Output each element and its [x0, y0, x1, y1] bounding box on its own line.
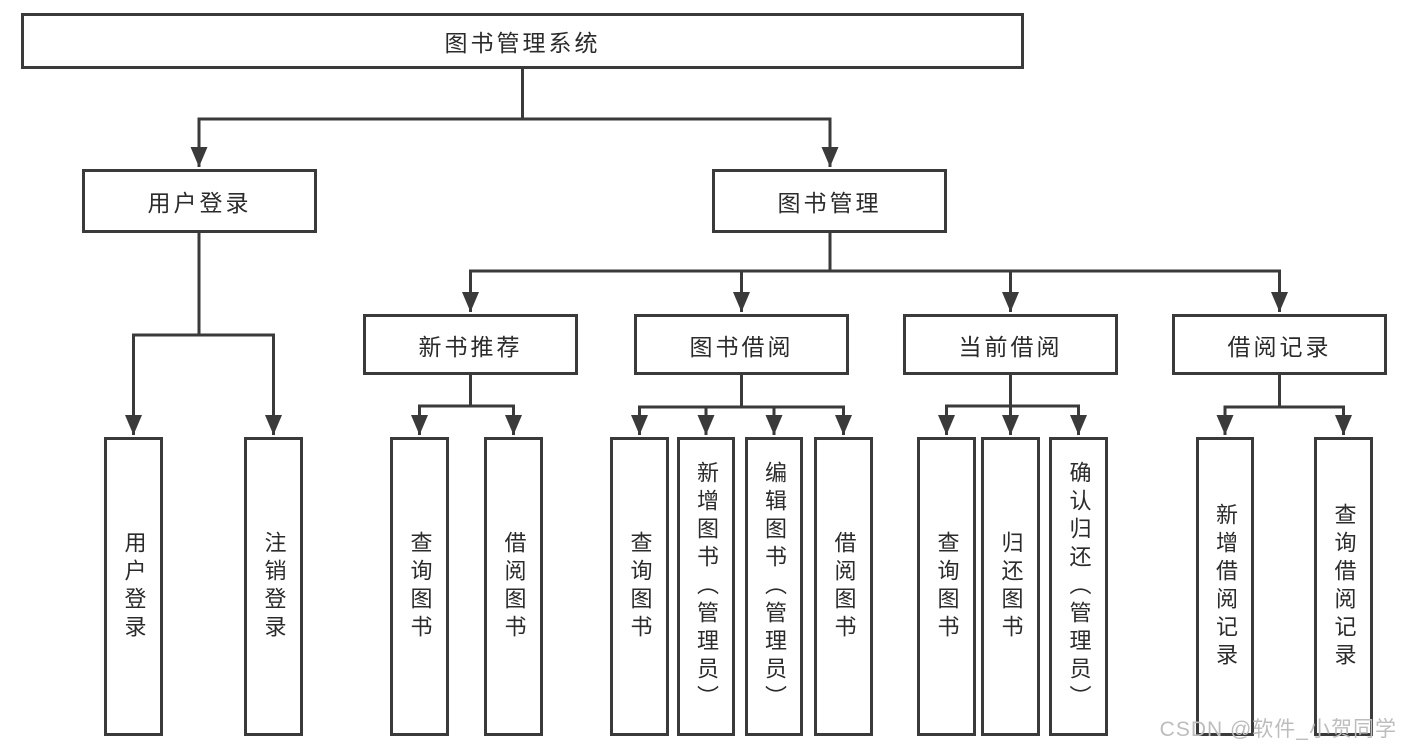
leaf-bb-add-books-admin: 新增图书（管理员）: [677, 437, 735, 736]
leaf-br-query-record-label: 查询借阅记录: [1331, 502, 1357, 671]
node-book-management: 图书管理: [712, 169, 947, 233]
leaf-br-query-record: 查询借阅记录: [1314, 437, 1373, 736]
leaf-cb-confirm-return-admin: 确认归还（管理员）: [1049, 437, 1108, 736]
node-user-login: 用户登录: [82, 169, 317, 233]
leaf-user-login: 用户登录: [104, 437, 163, 736]
leaf-cb-confirm-return-admin-label: 确认归还（管理员）: [1066, 460, 1092, 713]
leaf-bb-borrow-books-label: 借阅图书: [831, 530, 857, 643]
leaf-cb-return-books-label: 归还图书: [998, 530, 1024, 643]
leaf-br-add-record: 新增借阅记录: [1196, 437, 1254, 736]
node-book-management-label: 图书管理: [777, 190, 882, 216]
leaf-cb-query-books: 查询图书: [917, 437, 976, 736]
node-borrow-records: 借阅记录: [1172, 314, 1387, 375]
node-new-book-recommend-label: 新书推荐: [418, 333, 523, 360]
leaf-br-add-record-label: 新增借阅记录: [1213, 502, 1238, 671]
leaf-cb-query-books-label: 查询图书: [934, 530, 960, 643]
leaf-bb-edit-books-admin-label: 编辑图书（管理员）: [762, 460, 787, 713]
node-current-borrowing: 当前借阅: [903, 314, 1118, 375]
node-book-borrowing-label: 图书借阅: [689, 333, 794, 360]
node-borrow-records-label: 借阅记录: [1227, 333, 1332, 360]
leaf-bb-query-books-label: 查询图书: [627, 530, 653, 643]
leaf-nb-query-books-label: 查询图书: [407, 530, 433, 643]
node-new-book-recommend: 新书推荐: [363, 314, 578, 375]
leaf-cb-return-books: 归还图书: [981, 437, 1040, 736]
node-current-borrowing-label: 当前借阅: [958, 333, 1063, 360]
leaf-logout: 注销登录: [244, 437, 303, 736]
leaf-bb-borrow-books: 借阅图书: [814, 437, 873, 736]
leaf-nb-borrow-books-label: 借阅图书: [501, 530, 527, 643]
node-book-borrowing: 图书借阅: [634, 314, 849, 375]
csdn-watermark: CSDN @软件_小贺同学: [1159, 718, 1397, 741]
leaf-nb-borrow-books: 借阅图书: [484, 437, 543, 736]
node-user-login-label: 用户登录: [147, 190, 252, 216]
leaf-nb-query-books: 查询图书: [390, 437, 449, 736]
leaf-logout-label: 注销登录: [261, 530, 287, 643]
leaf-bb-query-books: 查询图书: [610, 437, 669, 736]
leaf-bb-add-books-admin-label: 新增图书（管理员）: [694, 460, 719, 713]
node-root: 图书管理系统: [21, 13, 1024, 69]
leaf-bb-edit-books-admin: 编辑图书（管理员）: [745, 437, 803, 736]
leaf-user-login-label: 用户登录: [121, 530, 147, 643]
node-root-label: 图书管理系统: [444, 30, 601, 56]
